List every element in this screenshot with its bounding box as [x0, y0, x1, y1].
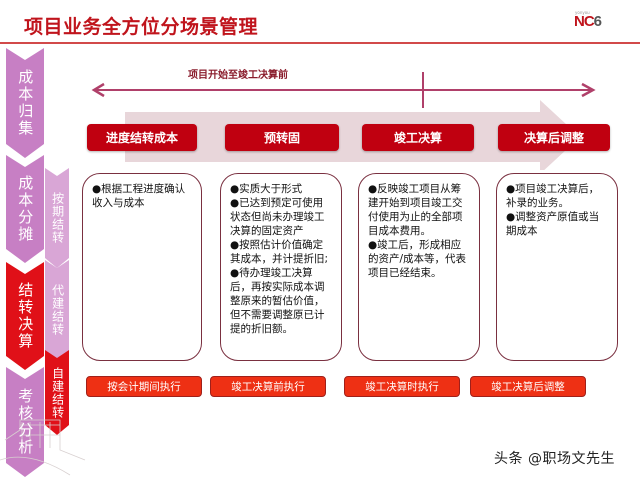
watermark: 头条 @职场文先生	[494, 451, 615, 467]
stage-progress-cost[interactable]: 进度结转成本	[87, 124, 197, 151]
page-title: 项目业务全方位分场景管理	[24, 16, 259, 38]
card-bullet: ●竣工后，形成相应的资产/成本等，代表项目已经结束。	[368, 239, 467, 279]
exec-after-settlement[interactable]: 竣工决算后调整	[470, 376, 586, 397]
logo-mark: NC6	[574, 13, 602, 30]
chevron-shape-icon	[6, 48, 44, 158]
chevron-shape-icon	[6, 155, 44, 263]
sidebar-step-settlement[interactable]: 结转决算	[6, 262, 44, 370]
stage-card-pre-transfer: ●实质大于形式 ●已达到预定可使用状态但尚未办理竣工决算的固定资产 ●按照估计价…	[220, 173, 342, 361]
sidebar-substep-agent-build[interactable]: 代建结转	[45, 260, 69, 360]
logo-tagline: yonyou	[575, 10, 590, 15]
arrow-left-icon	[91, 82, 105, 98]
chevron-shape-icon	[45, 350, 69, 435]
sidebar-substep-periodic[interactable]: 按期结转	[45, 168, 69, 268]
timeline-label: 项目开始至竣工决算前	[188, 70, 288, 81]
sidebar-step-cost-allocation[interactable]: 成本分摊	[6, 155, 44, 263]
exec-before-settlement[interactable]: 竣工决算前执行	[210, 376, 326, 397]
card-bullet: ●待办理竣工决算后，再按实际成本调整原来的暂估价值，但不需要调整原已计提的折旧额…	[230, 267, 325, 335]
card-bullet: ●调整资产原值或当期成本	[506, 211, 600, 237]
stage-post-adjustment[interactable]: 决算后调整	[498, 124, 610, 151]
stage-pre-transfer[interactable]: 预转固	[225, 124, 339, 151]
card-bullet: ●实质大于形式	[230, 183, 303, 195]
nc6-logo: yonyou NC6	[572, 10, 632, 30]
sidebar-step-analysis[interactable]: 考核分析	[6, 367, 44, 477]
chevron-shape-icon	[6, 262, 44, 370]
exec-at-settlement[interactable]: 竣工决算时执行	[344, 376, 460, 397]
timeline-graphic	[91, 72, 596, 170]
great-wall-decoration-icon	[0, 419, 86, 476]
chevron-shape-icon	[6, 367, 44, 477]
header-divider	[0, 42, 640, 44]
sidebar-substep-self-build[interactable]: 自建结转	[45, 350, 69, 435]
exec-by-accounting-period[interactable]: 按会计期间执行	[86, 376, 202, 397]
chevron-shape-icon	[45, 168, 69, 268]
card-bullet: ●按照估计价值确定其成本，并计提折旧;	[230, 239, 329, 265]
card-bullet: ●根据工程进度确认收入与成本	[92, 183, 186, 209]
stage-card-progress-cost: ●根据工程进度确认收入与成本	[82, 173, 202, 361]
stage-card-final-settlement: ●反映竣工项目从筹建开始到项目竣工交付使用为止的全部项目成本费用。 ●竣工后，形…	[358, 173, 480, 361]
sidebar-step-cost-collection[interactable]: 成本归集	[6, 48, 44, 158]
card-bullet: ●反映竣工项目从筹建开始到项目竣工交付使用为止的全部项目成本费用。	[368, 183, 463, 237]
process-arrow-background	[125, 100, 580, 170]
card-bullet: ●项目竣工决算后，补录的业务。	[506, 183, 600, 209]
card-bullet: ●已达到预定可使用状态但尚未办理竣工决算的固定资产	[230, 197, 325, 237]
stage-final-settlement[interactable]: 竣工决算	[362, 124, 474, 151]
stage-card-post-adjustment: ●项目竣工决算后，补录的业务。 ●调整资产原值或当期成本	[496, 173, 618, 361]
chevron-shape-icon	[45, 260, 69, 360]
arrow-right-icon	[581, 82, 596, 98]
